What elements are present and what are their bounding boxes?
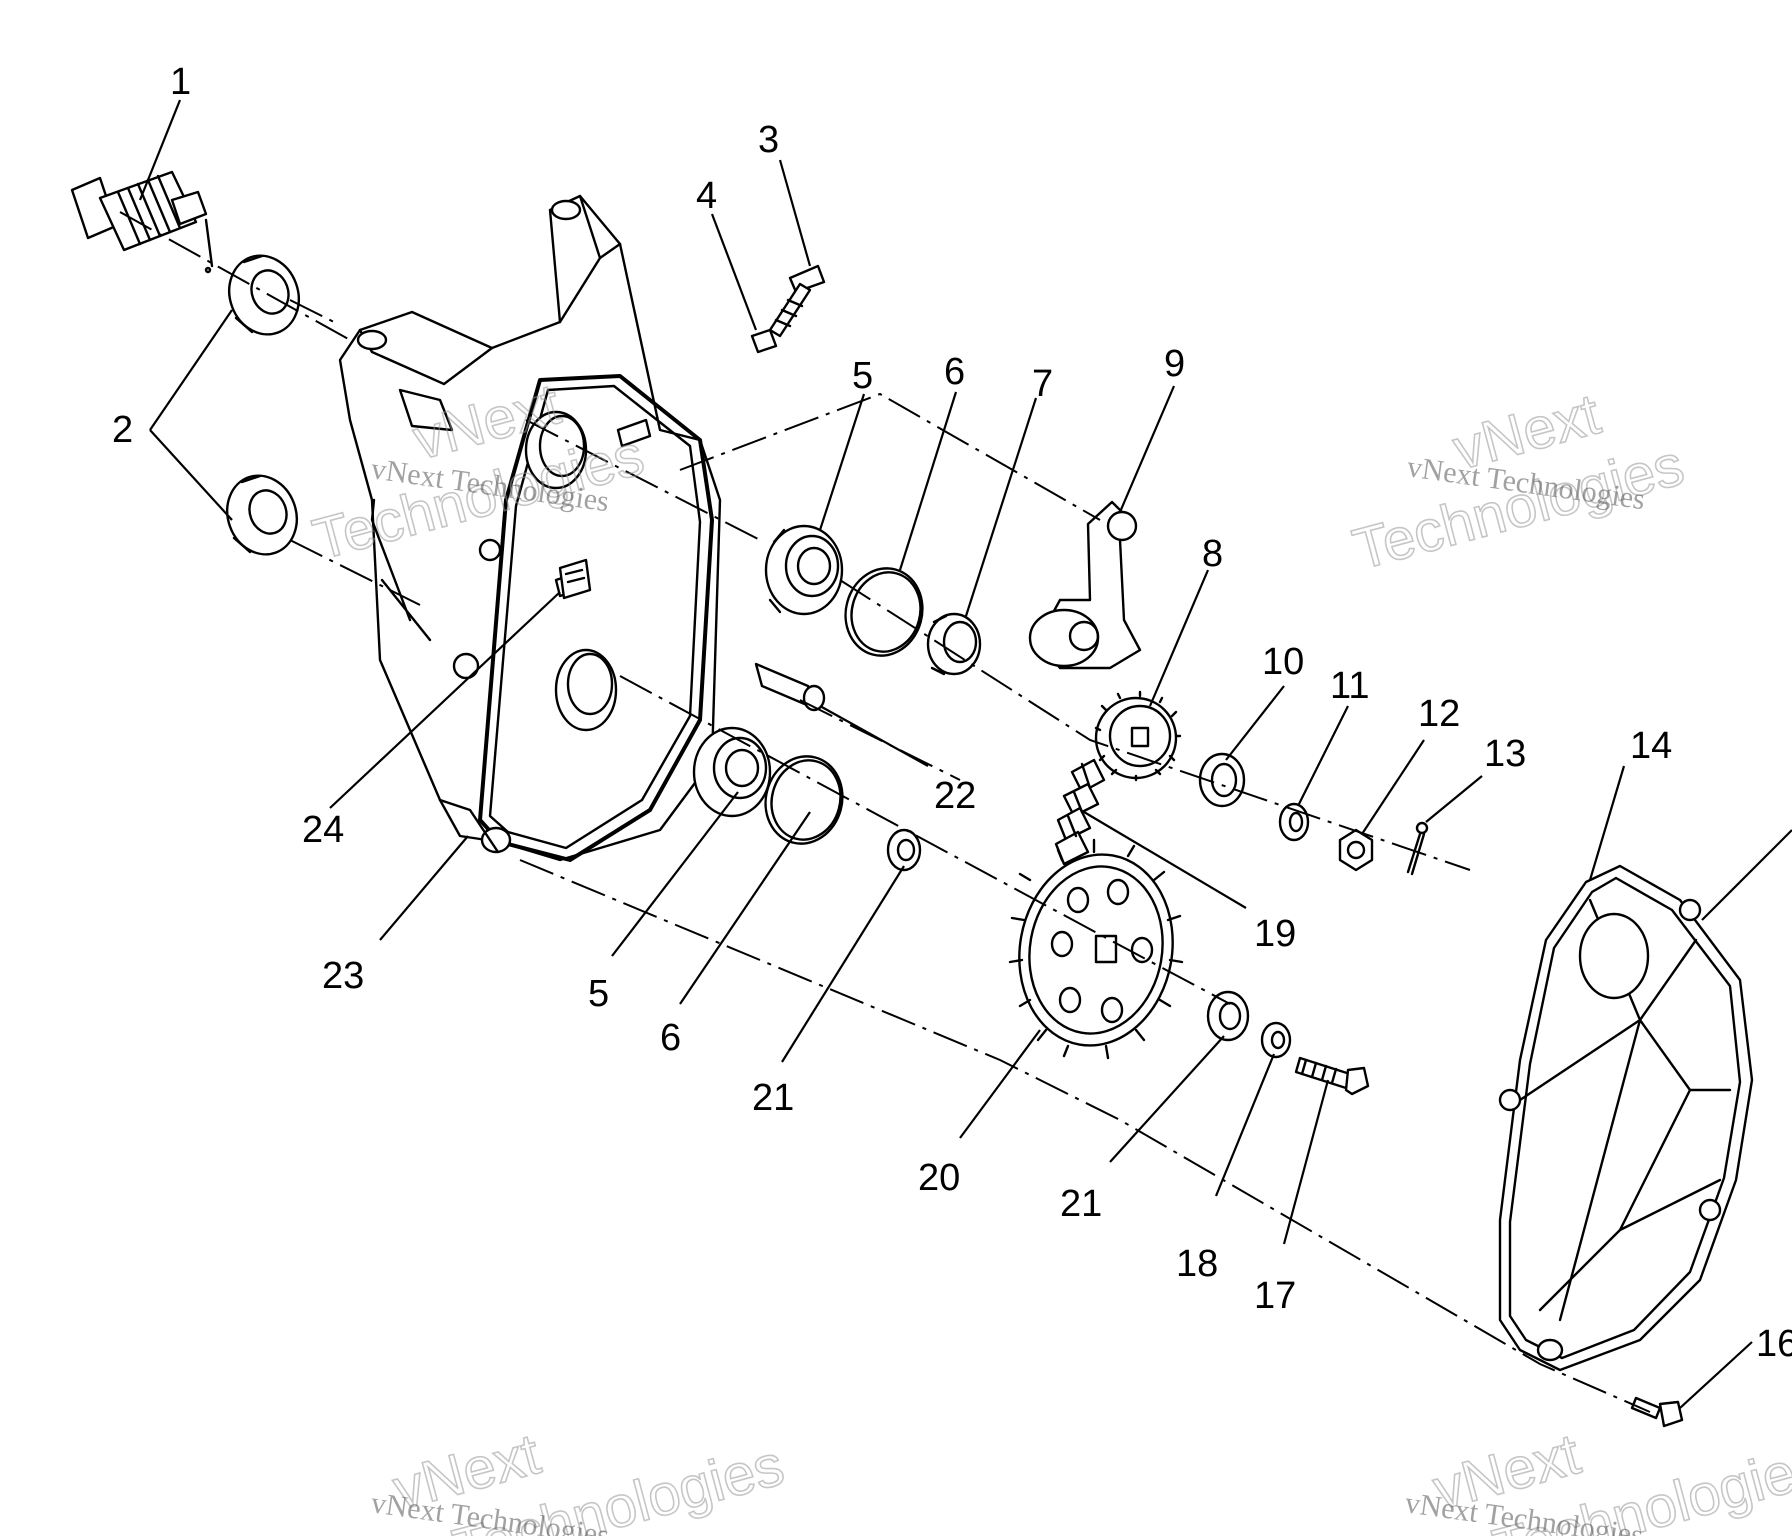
label-16: 16 [1756,1323,1792,1365]
part-8-top-sprocket [1094,690,1182,782]
part-19-chain [1054,758,1106,866]
part-14-chaincase-cover [1498,864,1754,1372]
part-16-bolt [1630,1396,1684,1428]
label-5-lower: 5 [588,973,609,1015]
part-7-spacer [926,612,982,676]
part-3-bolt [768,264,826,338]
label-21-right: 21 [1060,1183,1102,1225]
label-10: 10 [1262,641,1304,683]
label-1: 1 [170,61,191,103]
part-9-tensioner-arm [1028,500,1142,670]
part-21-right-washer [1206,990,1250,1042]
leader-lines [138,99,1792,1409]
label-18: 18 [1176,1243,1218,1285]
label-19: 19 [1254,913,1296,955]
part-labels: 1 2 3 4 5 6 7 9 8 10 11 12 13 14 22 24 1… [112,61,1792,1365]
part-4-nut [750,328,778,354]
label-6-upper: 6 [944,351,965,393]
label-7: 7 [1032,363,1053,405]
label-21-left: 21 [752,1077,794,1119]
label-12: 12 [1418,693,1460,735]
label-24: 24 [302,809,344,851]
part-21-left-washer [886,828,922,872]
part-22-pin [754,662,826,712]
part-6-upper-snap-ring [844,567,924,657]
part-2-seals [226,254,300,556]
label-17: 17 [1254,1275,1296,1317]
label-20: 20 [918,1157,960,1199]
part-10-washer [1198,752,1246,808]
part-17-bolt [1294,1056,1370,1096]
part-20-large-gear [1008,838,1184,1060]
part-24-stud [558,558,592,600]
part-18-washer [1260,1021,1292,1059]
label-2: 2 [112,409,133,451]
part-13-cotter-pin [1406,821,1429,876]
part-5-upper-bearing [764,524,844,616]
label-23: 23 [322,955,364,997]
part-1-shaft [70,170,214,274]
label-5-upper: 5 [852,355,873,397]
part-23-chaincase-housing [338,194,722,862]
label-4: 4 [696,175,717,217]
label-22: 22 [934,775,976,817]
part-12-nut [1338,828,1374,872]
label-14: 14 [1630,725,1672,767]
label-13: 13 [1484,733,1526,775]
part-6-lower-snap-ring [764,755,844,845]
label-9: 9 [1164,343,1185,385]
label-8: 8 [1202,533,1223,575]
label-3: 3 [758,119,779,161]
part-5-lower-bearing [692,726,772,818]
label-11: 11 [1330,665,1369,707]
label-6-lower: 6 [660,1017,681,1059]
